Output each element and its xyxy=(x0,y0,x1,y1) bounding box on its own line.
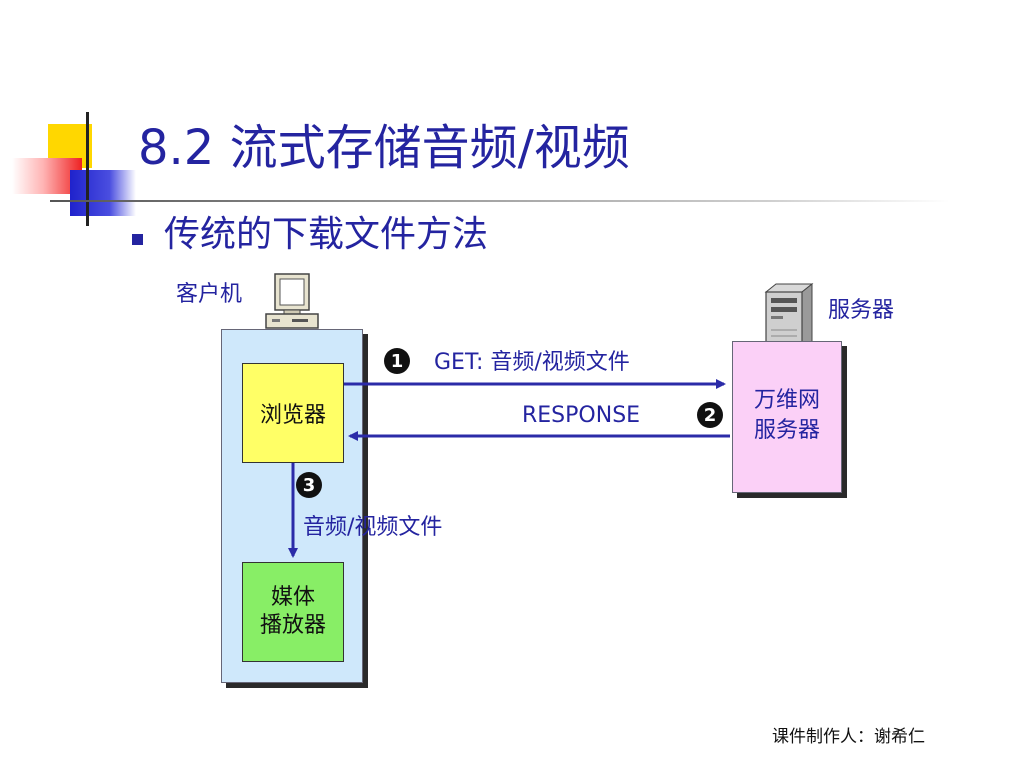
step2-badge: 2 xyxy=(697,402,723,428)
step2-label: RESPONSE xyxy=(522,402,640,430)
footer-credit: 课件制作人：谢希仁 xyxy=(772,722,925,747)
step1-badge: 1 xyxy=(384,348,410,374)
step1-label: GET: 音频/视频文件 xyxy=(434,349,630,377)
step3-label: 音频/视频文件 xyxy=(303,514,442,542)
step3-badge: 3 xyxy=(296,472,322,498)
